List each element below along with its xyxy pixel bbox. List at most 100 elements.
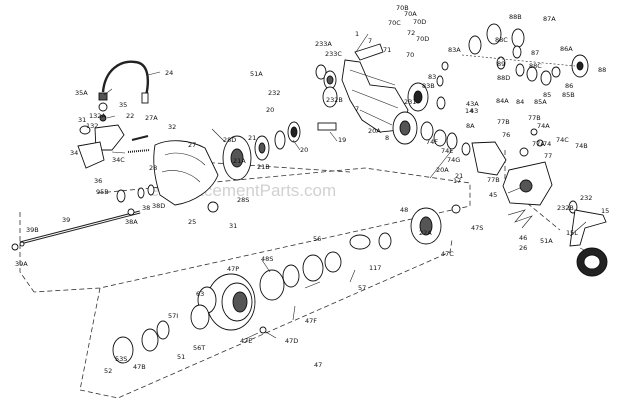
label-48: 48 — [400, 206, 408, 214]
label-88B: 88B — [509, 13, 522, 21]
label-36: 36 — [94, 177, 102, 185]
label-132: 132 — [86, 122, 98, 130]
label-8A: 8A — [466, 122, 475, 130]
pinion-sleeve — [317, 122, 337, 131]
label-87A: 87A — [543, 15, 556, 23]
label-89: 89 — [497, 60, 505, 68]
label-71: 71 — [383, 46, 391, 54]
label-231: 231 — [404, 98, 416, 106]
label-1: 1 — [355, 30, 359, 38]
line-roller-part — [98, 92, 108, 101]
label-28: 28 — [149, 164, 157, 172]
label-70B: 70B — [396, 4, 409, 12]
label-83B: 83B — [422, 82, 435, 90]
label-20b: 20 — [300, 146, 308, 154]
label-57I: 57I — [168, 312, 178, 320]
label-38: 38 — [142, 204, 150, 212]
label-77B-b: 77B — [528, 114, 541, 122]
label-48S: 48S — [261, 255, 273, 263]
label-51A: 51A — [250, 70, 263, 78]
label-232: 232 — [580, 194, 592, 202]
label-63: 63 — [196, 290, 204, 298]
label-84A: 84A — [496, 97, 509, 105]
part-labels: 1 7 7 8 8A 14 15 15L 17 19 20 20 20A 20A… — [15, 4, 609, 375]
label-47E: 47E — [240, 337, 252, 345]
assembly-outline-left — [19, 212, 35, 293]
label-46: 46 — [519, 234, 527, 242]
label-56T: 56T — [193, 344, 205, 352]
label-51: 51 — [177, 353, 185, 361]
bail-wire-end — [141, 92, 149, 104]
label-38D: 38D — [152, 202, 165, 210]
label-24: 24 — [165, 69, 173, 77]
label-74G: 74G — [447, 156, 460, 164]
label-47B: 47B — [133, 363, 146, 371]
label-43A: 43A — [466, 100, 479, 108]
side-cover — [471, 141, 507, 176]
label-74: 74 — [543, 140, 551, 148]
label-39B: 39B — [26, 226, 39, 234]
label-83A: 83A — [448, 46, 461, 54]
label-27A: 27A — [145, 114, 158, 122]
label-77B: 77B — [497, 118, 510, 126]
label-45: 45 — [489, 191, 497, 199]
label-43: 43 — [470, 107, 478, 115]
label-32: 32 — [168, 123, 176, 131]
label-70D: 70D — [413, 18, 426, 26]
label-70C: 70C — [388, 19, 401, 27]
label-51A-b: 51A — [540, 237, 553, 245]
label-27: 27 — [188, 141, 196, 149]
label-28D: 28D — [223, 136, 236, 144]
label-20: 20 — [266, 106, 274, 114]
label-47F: 47F — [305, 317, 317, 325]
label-35A: 35A — [75, 89, 88, 97]
label-47D: 47D — [285, 337, 298, 345]
label-19: 19 — [338, 136, 346, 144]
label-39: 39 — [62, 216, 70, 224]
label-15: 15 — [601, 207, 609, 215]
label-88: 88 — [598, 66, 606, 74]
label-22A: 22A — [419, 229, 432, 237]
label-74C: 74C — [556, 136, 569, 144]
label-70: 70 — [406, 51, 414, 59]
label-21: 21 — [248, 134, 256, 142]
label-74E: 74E — [441, 147, 453, 155]
label-7b: 7 — [355, 105, 359, 113]
label-88C: 88C — [495, 36, 508, 44]
label-20A: 20A — [368, 127, 381, 135]
label-77A: 77A — [532, 140, 545, 148]
label-70A: 70A — [404, 10, 417, 18]
label-47S: 47S — [471, 224, 483, 232]
label-88D: 88D — [497, 74, 510, 82]
handle-arm — [569, 209, 607, 247]
label-20A-b: 20A — [436, 166, 449, 174]
label-34: 34 — [70, 149, 78, 157]
label-7: 7 — [368, 37, 372, 45]
label-17: 17 — [453, 177, 461, 185]
label-8: 8 — [385, 134, 389, 142]
label-117: 117 — [369, 264, 381, 272]
label-232B: 232B — [326, 96, 343, 104]
label-88C-b: 88C — [529, 62, 542, 70]
label-14: 14 — [465, 107, 473, 115]
label-22: 22 — [126, 112, 134, 120]
label-21b: 21 — [455, 172, 463, 180]
label-86: 86 — [565, 82, 573, 90]
label-21A: 21A — [233, 157, 246, 165]
label-25: 25 — [188, 218, 196, 226]
label-232-b: 232 — [268, 89, 280, 97]
label-233C: 233C — [325, 50, 342, 58]
assembly-outline-lower — [79, 239, 453, 399]
label-57: 57 — [358, 284, 366, 292]
label-132A: 132A — [89, 112, 106, 120]
label-74B: 74B — [575, 142, 588, 150]
label-84: 84 — [516, 98, 524, 106]
label-77B-c: 77B — [487, 176, 500, 184]
label-35: 35 — [119, 101, 127, 109]
label-74F: 74F — [426, 138, 438, 146]
label-76: 76 — [502, 131, 510, 139]
label-52: 52 — [104, 367, 112, 375]
label-53S: 53S — [115, 355, 127, 363]
